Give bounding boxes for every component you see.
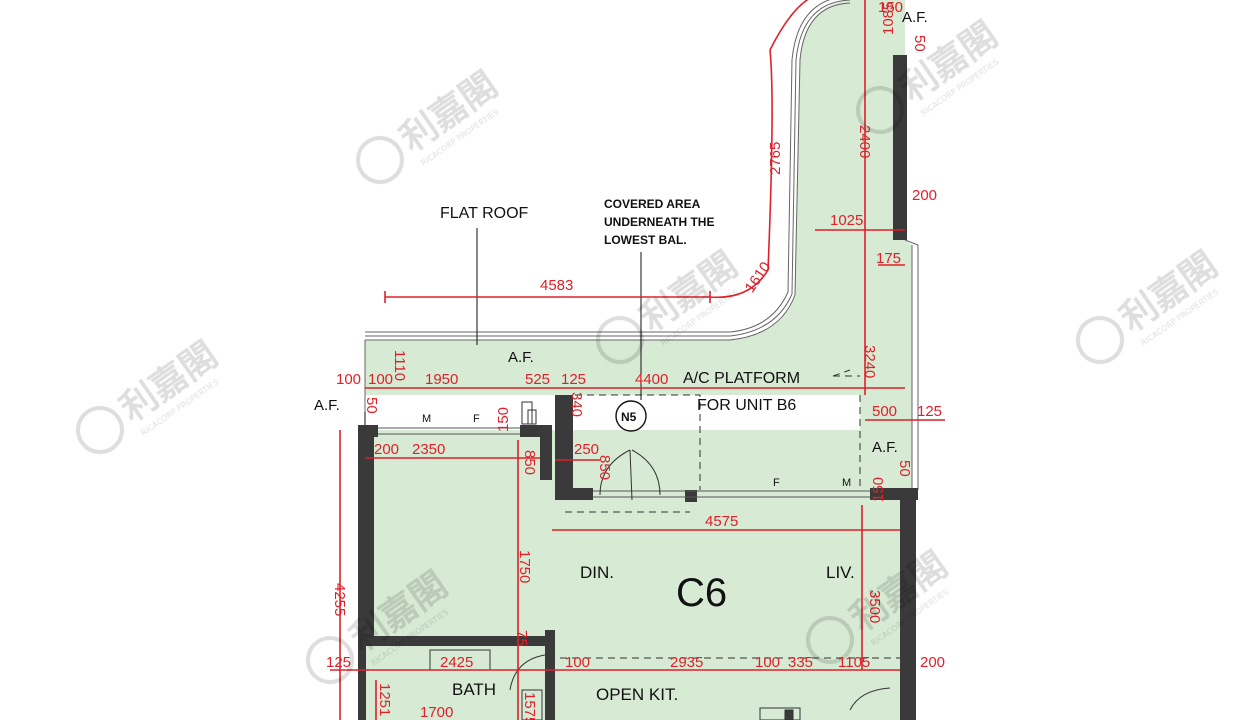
dim-50-right: 50 bbox=[896, 460, 913, 477]
dim-175: 175 bbox=[876, 250, 901, 267]
dim-3240: 3240 bbox=[861, 345, 878, 378]
wall-bath-top bbox=[360, 636, 545, 646]
dim-4575: 4575 bbox=[705, 513, 738, 530]
dim-100-b: 100 bbox=[368, 371, 393, 388]
unit-floor bbox=[365, 430, 910, 720]
dim-2350: 2350 bbox=[412, 441, 445, 458]
watermark-logo-icon bbox=[856, 86, 904, 134]
watermark-logo-icon bbox=[596, 316, 644, 364]
dim-4400: 4400 bbox=[635, 371, 668, 388]
dim-50-top: 50 bbox=[911, 35, 928, 52]
label-ac-platform-1: A/C PLATFORM bbox=[683, 370, 800, 387]
dim-200-top: 200 bbox=[912, 187, 937, 204]
dim-50-left: 50 bbox=[363, 397, 380, 414]
dim-125-bot: 125 bbox=[326, 654, 351, 671]
outline-lines bbox=[364, 0, 919, 490]
label-af-right: A.F. bbox=[872, 439, 898, 456]
room-living: LIV. bbox=[826, 563, 855, 582]
dashed-lines bbox=[560, 369, 900, 659]
marker-n5: N5 bbox=[621, 410, 637, 424]
dim-1025: 1025 bbox=[830, 212, 863, 229]
watermark-logo-icon bbox=[806, 616, 854, 664]
wall-stub bbox=[685, 490, 697, 502]
dim-500: 500 bbox=[872, 403, 897, 420]
label-covered-area-3: LOWEST BAL. bbox=[604, 233, 687, 247]
dim-4255: 4255 bbox=[331, 583, 348, 616]
room-kitchen: OPEN KIT. bbox=[596, 685, 678, 704]
room-dining: DIN. bbox=[580, 563, 614, 582]
dim-2425: 2425 bbox=[440, 654, 473, 671]
wall-right-lower bbox=[900, 488, 916, 720]
wall-column-b bbox=[540, 425, 552, 480]
watermark-logo-icon bbox=[356, 136, 404, 184]
dim-2400: 2400 bbox=[856, 125, 873, 158]
wall-right-upper bbox=[893, 55, 907, 240]
leader-lines bbox=[364, 228, 642, 425]
dim-150-mid: 150 bbox=[495, 407, 512, 432]
dim-1610: 1610 bbox=[741, 259, 774, 296]
dim-1575: 1575 bbox=[521, 692, 538, 720]
wall-left-lower bbox=[358, 640, 366, 720]
flat-roof-area bbox=[365, 0, 912, 490]
label-covered-area-2: UNDERNEATH THE bbox=[604, 215, 714, 229]
label-covered-area-1: COVERED AREA bbox=[604, 197, 701, 211]
labels: FLAT ROOF COVERED AREA UNDERNEATH THE LO… bbox=[314, 9, 928, 704]
window-lines bbox=[378, 401, 870, 498]
label-f-left: F bbox=[473, 413, 480, 425]
watermark-logo-icon bbox=[1076, 316, 1124, 364]
dim-850-b: 850 bbox=[596, 455, 613, 480]
dim-200-left: 200 bbox=[374, 441, 399, 458]
unit-name: C6 bbox=[676, 571, 727, 615]
dim-1700: 1700 bbox=[420, 704, 453, 720]
dim-1251: 1251 bbox=[376, 683, 393, 716]
dim-150-right: 150 bbox=[870, 477, 887, 502]
dim-125-right: 125 bbox=[917, 403, 942, 420]
dim-525: 525 bbox=[525, 371, 550, 388]
dim-1950: 1950 bbox=[425, 371, 458, 388]
label-af-mid: A.F. bbox=[508, 349, 534, 366]
dim-1110: 1110 bbox=[391, 350, 408, 381]
label-m-right: M bbox=[842, 477, 851, 489]
watermark-1: 利嘉閣 RICACORP PROPERTIES bbox=[356, 64, 505, 184]
label-f-right: F bbox=[773, 477, 780, 489]
label-af-top: A.F. bbox=[902, 9, 928, 26]
dim-200-bot: 200 bbox=[920, 654, 945, 671]
marker-circle bbox=[615, 400, 647, 432]
dim-100-a: 100 bbox=[336, 371, 361, 388]
dim-2935: 2935 bbox=[670, 654, 703, 671]
dim-250: 250 bbox=[574, 441, 599, 458]
dim-4583: 4583 bbox=[540, 277, 573, 294]
dim-335: 335 bbox=[788, 654, 813, 671]
label-af-left: A.F. bbox=[314, 397, 340, 414]
dim-150-top: 150 bbox=[878, 0, 903, 16]
floor-area bbox=[365, 0, 912, 720]
dim-75: 75 bbox=[513, 630, 530, 647]
dim-1085: 1085 bbox=[880, 2, 897, 35]
dim-340: 340 bbox=[568, 392, 585, 417]
walls bbox=[358, 55, 918, 720]
wall-left bbox=[358, 425, 374, 640]
watermark-logo-icon bbox=[76, 406, 124, 454]
label-flat-roof: FLAT ROOF bbox=[440, 205, 529, 222]
dim-1105: 1105 bbox=[838, 654, 870, 671]
dim-100-c: 100 bbox=[565, 654, 590, 671]
doors bbox=[509, 449, 891, 711]
dim-100-d: 100 bbox=[755, 654, 780, 671]
watermark-logo-icon bbox=[306, 636, 354, 684]
dim-125-mid: 125 bbox=[561, 371, 586, 388]
dim-2765: 2765 bbox=[767, 142, 784, 175]
watermark-3: 利嘉閣 RICACORP PROPERTIES bbox=[76, 334, 225, 454]
watermark-5: 利嘉閣 RICACORP PROPERTIES bbox=[1076, 244, 1225, 364]
label-ac-platform-2: FOR UNIT B6 bbox=[697, 397, 796, 414]
dimension-lines bbox=[330, 0, 945, 720]
dim-3500: 3500 bbox=[866, 590, 883, 623]
dim-850-a: 850 bbox=[521, 450, 538, 475]
wall-column-c bbox=[555, 395, 573, 500]
wall-column-d bbox=[555, 488, 593, 500]
dim-1750: 1750 bbox=[516, 550, 533, 583]
label-m-left: M bbox=[422, 413, 431, 425]
room-bath: BATH bbox=[452, 680, 496, 699]
wall-bath-right bbox=[545, 630, 555, 720]
